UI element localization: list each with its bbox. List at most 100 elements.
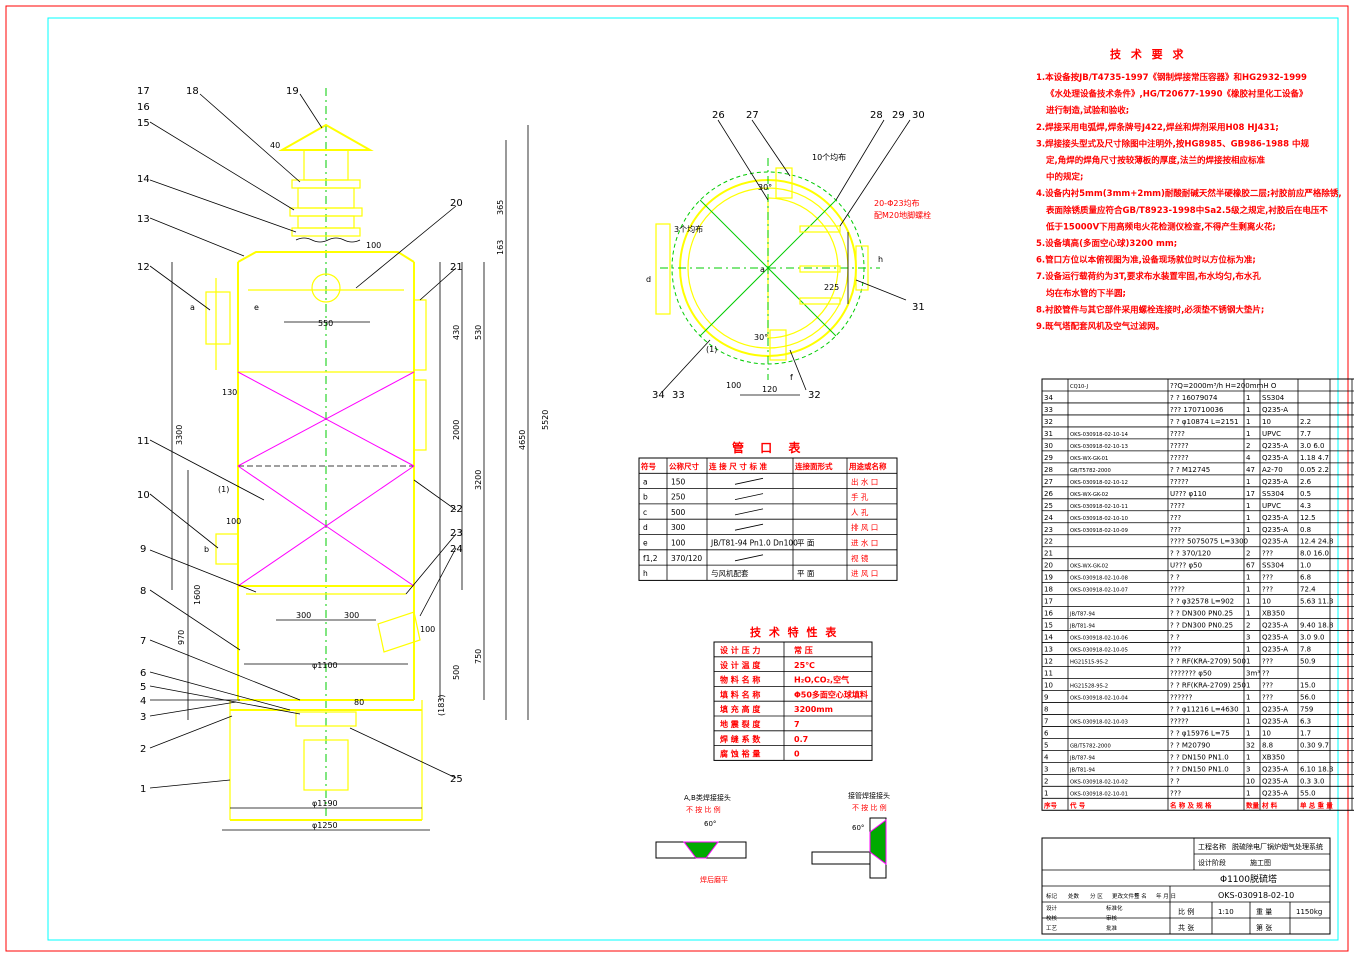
bom-cell: ?????: [1170, 454, 1189, 462]
letter-e: e: [254, 303, 259, 312]
bom-cell: 0.30 9.7: [1300, 741, 1329, 749]
bom-cell: OKS-030918-02-10-04: [1070, 695, 1129, 701]
nozzle-header: 用途或名称: [849, 461, 887, 471]
tb-stage: 施工图: [1250, 858, 1271, 867]
bom-cell: Q235-A: [1262, 622, 1288, 630]
nozzle-cell: 与风机配套: [711, 568, 749, 578]
tech-req-line: 6.管口方位以本俯视图为准,设备现场就位时以方位标为准;: [1036, 255, 1256, 266]
bom-cell: ???: [1170, 789, 1181, 797]
bom-cell: ?????: [1170, 717, 1189, 725]
callout-26: 26: [712, 110, 725, 121]
bom-cell: 1: [1246, 598, 1250, 606]
tb-sheet-no: 第 张: [1256, 923, 1272, 932]
plan-dim-120: 120: [762, 385, 777, 394]
tb-sign-label: 批准: [1106, 924, 1118, 932]
plan-letter-a: a: [760, 265, 765, 274]
bom-cell: 2.6: [1300, 478, 1312, 486]
bom-cell: OKS-WX-GK-02: [1070, 564, 1108, 570]
tb-sign-label: 标准化: [1106, 904, 1123, 912]
spec-label: 设 计 温 度: [720, 660, 761, 670]
bom-cell: ? ? φ10874 L=2151: [1170, 418, 1239, 426]
callout-8: 8: [140, 586, 146, 597]
title-block: 工程名称 脱硫除电厂锅炉烟气处理系统 设计阶段 施工图 Φ1100脱硫塔 OKS…: [1041, 837, 1331, 935]
bom-cell: 0.8: [1300, 526, 1311, 534]
bom-cell: Q235-A: [1262, 705, 1288, 713]
nozzle-table-title: 管 口 表: [732, 440, 806, 455]
bom-header: 代 号: [1069, 800, 1086, 809]
bom-cell: HG21515-95-2: [1070, 660, 1108, 666]
bom-cell: 1: [1246, 394, 1250, 402]
bom-cell: 1: [1246, 586, 1250, 594]
tech-req-line: 5.设备填高(多面空心球)3200 mm;: [1036, 238, 1177, 249]
dim-3200: 3200: [474, 470, 483, 490]
tb-weight: 1150kg: [1296, 908, 1322, 916]
callout-30: 30: [912, 110, 925, 121]
plan-inlet-h: [855, 245, 869, 291]
nozzle-cell: a: [643, 477, 648, 486]
bom-cell: 12: [1044, 658, 1053, 666]
bom-cell: 32: [1246, 741, 1255, 749]
bom-cell: 10: [1246, 777, 1255, 785]
bom-cell: 759: [1300, 705, 1313, 713]
bom-cell: ??: [1262, 670, 1270, 678]
bom-cell: 50.9: [1300, 658, 1316, 666]
bom-cell: 5: [1044, 741, 1048, 749]
bom-cell: Q235-A: [1262, 406, 1288, 414]
bom-cell: Q235-A: [1262, 514, 1288, 522]
sight-glass-1: [413, 299, 427, 371]
tb-project-name: 脱硫除电厂锅炉烟气处理系统: [1232, 842, 1323, 851]
plan-lug-2: [799, 265, 841, 273]
weld-right-sub: 不 按 比 例: [852, 803, 887, 812]
callout-leaders: [149, 93, 457, 789]
bom-cell: 6: [1044, 729, 1049, 737]
tech-req-line: 《水处理设备技术条件》,HG/T20677-1990《橡胶衬里化工设备》: [1046, 89, 1307, 100]
tb-scale: 1:10: [1218, 908, 1234, 916]
callout-16: 16: [137, 102, 150, 113]
plan-dim-225: 225: [824, 283, 839, 292]
bom-cell: 10: [1262, 598, 1271, 606]
dim-d1100: φ1100: [312, 661, 338, 670]
bom-cell: 9.40 18.8: [1300, 622, 1333, 630]
bom-cell: ? ? M20790: [1170, 741, 1210, 749]
spec-label: 填 充 高 度: [720, 704, 761, 714]
bom-cell: ??? 170710036: [1170, 406, 1224, 414]
nozzle-cell: 150: [671, 477, 686, 486]
bom-cell: 1: [1246, 729, 1250, 737]
plan-center-d2: [699, 199, 837, 337]
bom-cell: OKS-030918-02-10-08: [1070, 576, 1128, 582]
bom-cell: 4.3: [1300, 502, 1311, 510]
nozzle-cell: 平 面: [797, 539, 815, 548]
bom-cell: UPVC: [1262, 502, 1281, 510]
tb-sign-label: 工艺: [1046, 925, 1058, 932]
bom-cell: UPVC: [1262, 430, 1281, 438]
bom-cell: ? ? RF(KRA-2709) 500: [1170, 658, 1246, 666]
letter-1: (1): [218, 485, 229, 494]
bom-cell: XB350: [1262, 753, 1285, 761]
bom-cell: OKS-030918-02-10-06: [1070, 636, 1128, 642]
callout-32: 32: [808, 390, 821, 401]
bom-header: 序号: [1043, 800, 1058, 809]
dim-1600: 1600: [193, 585, 202, 605]
bom-cell: OKS-030918-02-10-03: [1070, 719, 1128, 725]
bom-cell: ?????: [1170, 442, 1189, 450]
bom-cell: OKS-WX-GK-01: [1070, 456, 1108, 462]
bom-cell: ? ? RF(KRA-2709) 250: [1170, 682, 1246, 690]
tech-req-line: 1.本设备按JB/T4735-1997《钢制焊接常压容器》和HG2932-199…: [1036, 72, 1307, 83]
bom-cell: OKS-030918-02-10-07: [1070, 588, 1128, 594]
bom-cell: JB/T81-94: [1069, 624, 1096, 630]
bom-cell: 4: [1246, 454, 1251, 462]
bom-cell: 4: [1044, 753, 1049, 761]
nozzle-blank-mark: [734, 554, 764, 562]
bom-header: 材 料: [1261, 800, 1278, 809]
bom-cell: 6.3: [1300, 717, 1311, 725]
bom-cell: ???: [1170, 526, 1181, 534]
plan-lug-3: [799, 297, 841, 305]
weld-right-plate: [811, 851, 871, 865]
weld-left-bead: [683, 841, 719, 859]
tb-rev-col: 处数: [1068, 892, 1080, 900]
nozzle-header: 符号: [641, 461, 656, 471]
weld-left-note: 焊后磨平: [700, 875, 728, 884]
bom-cell: ???: [1170, 514, 1181, 522]
dim-40: 40: [270, 141, 280, 150]
